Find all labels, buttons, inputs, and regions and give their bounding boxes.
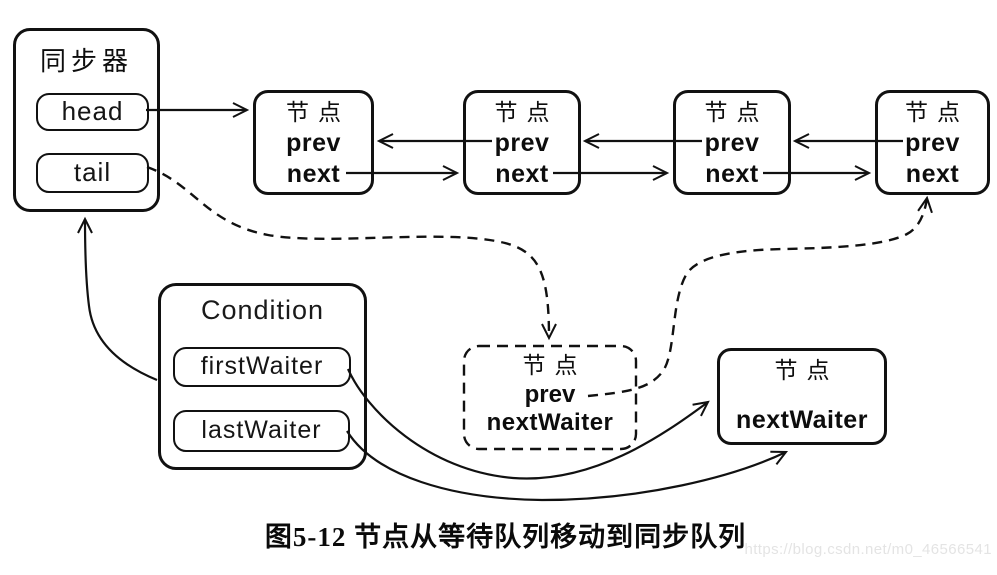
synchronizer-title: 同步器 bbox=[39, 46, 133, 76]
condition-box: Condition firstWaiter lastWaiter bbox=[158, 283, 367, 470]
first-waiter-field: firstWaiter bbox=[173, 347, 351, 387]
node-title: 节点 bbox=[905, 99, 969, 125]
node-next-field: next bbox=[905, 160, 960, 188]
figure-caption: 图5-12 节点从等待队列移动到同步队列 bbox=[264, 522, 747, 552]
node-next-field: next bbox=[705, 160, 759, 188]
node-prev-field: prev bbox=[524, 381, 576, 408]
last-waiter-field: lastWaiter bbox=[173, 410, 350, 452]
head-field: head bbox=[36, 93, 149, 131]
node-title: 节点 bbox=[494, 99, 559, 125]
node-next-field: next bbox=[286, 160, 341, 188]
node-next-waiter-field: nextWaiter bbox=[736, 406, 868, 434]
moved-target-node: 节点 nextWaiter bbox=[717, 348, 887, 445]
sync-queue-node-3: 节点 prev next bbox=[673, 90, 791, 195]
tail-field: tail bbox=[36, 153, 149, 193]
watermark-url: https://blog.csdn.net/m0_46566541 bbox=[744, 541, 992, 558]
node-title: 节点 bbox=[522, 352, 587, 378]
synchronizer-box: 同步器 head tail bbox=[13, 28, 160, 212]
node-prev-field: prev bbox=[494, 129, 550, 157]
node-prev-field: prev bbox=[704, 129, 760, 157]
waiting-queue-node: 节点 prev nextWaiter bbox=[463, 345, 637, 450]
node-next-waiter-field: nextWaiter bbox=[486, 409, 614, 436]
node-title: 节点 bbox=[286, 99, 350, 125]
node-prev-field: prev bbox=[905, 129, 960, 157]
sync-queue-node-2: 节点 prev next bbox=[463, 90, 581, 195]
node-next-field: next bbox=[495, 160, 549, 188]
node-title: 节点 bbox=[704, 99, 769, 125]
sync-queue-node-1: 节点 prev next bbox=[253, 90, 374, 195]
condition-title: Condition bbox=[200, 295, 325, 325]
node-title: 节点 bbox=[774, 357, 839, 383]
sync-queue-node-4: 节点 prev next bbox=[875, 90, 990, 195]
node-prev-field: prev bbox=[286, 129, 341, 157]
condition-to-synchronizer-arrow bbox=[77, 216, 158, 382]
